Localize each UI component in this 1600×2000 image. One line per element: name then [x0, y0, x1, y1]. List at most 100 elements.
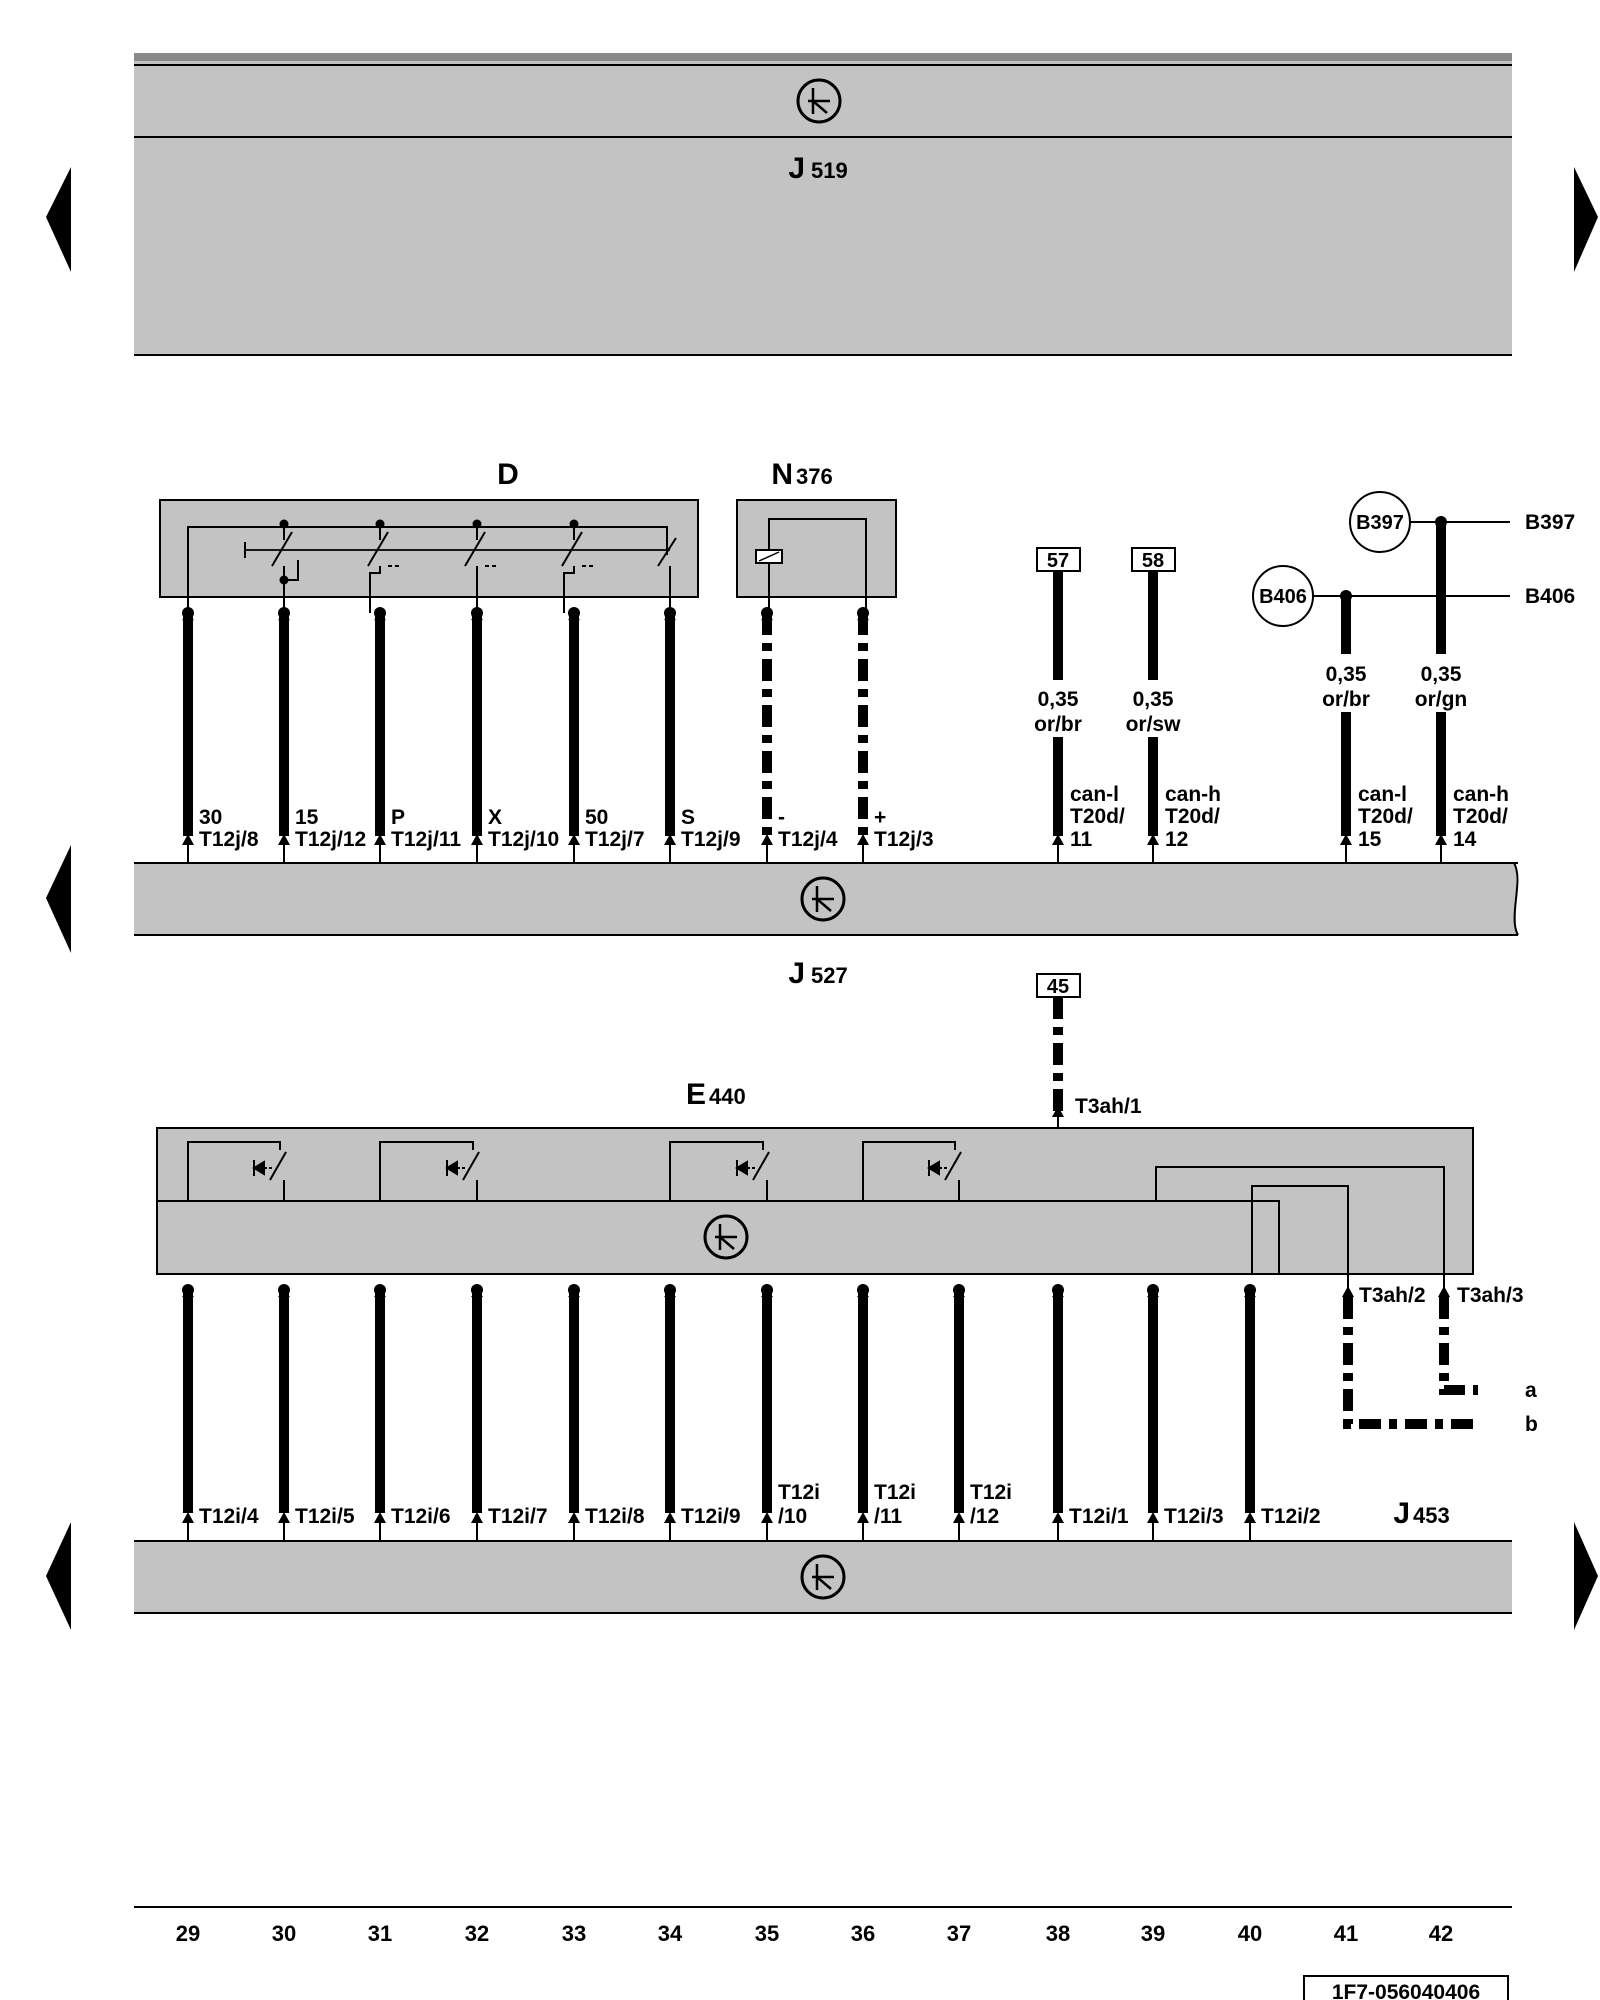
component-e440-label: E	[686, 1078, 706, 1111]
pin-t3ah-1: T3ah/1	[1075, 1095, 1142, 1118]
module-j519-sub: 519	[811, 158, 848, 183]
column-number: 36	[851, 1921, 875, 1946]
column-number: 29	[176, 1921, 200, 1946]
wire-bottom-9: T12i/12	[953, 1284, 1012, 1541]
pin-label: T12i/7	[488, 1505, 548, 1528]
module-j527: J 527	[134, 862, 1519, 990]
column-number: 40	[1238, 1921, 1262, 1946]
wire-color: or/br	[1322, 688, 1370, 711]
wire-size: 0,35	[1133, 688, 1174, 711]
component-d: D	[159, 458, 699, 613]
wire-bottom-12: T12i/2	[1244, 1284, 1321, 1541]
line-reference-label: B397	[1525, 511, 1575, 534]
top-wire-group: 30T12j/815T12j/12PT12j/11XT12j/1050T12j/…	[182, 607, 934, 863]
branch-label-a: a	[1525, 1379, 1537, 1402]
wire-bottom-4: T12i/7	[471, 1284, 548, 1541]
wire-signal: can-h	[1453, 783, 1509, 806]
ref-box: 58	[1142, 550, 1164, 572]
column-number: 37	[947, 1921, 971, 1946]
can-wire-group: 570,35or/brcan-lT20d/11580,35or/swcan-hT…	[1034, 491, 1575, 863]
component-e440-sub: 440	[709, 1084, 746, 1109]
column-number: 39	[1141, 1921, 1165, 1946]
component-n376-sub: 376	[796, 464, 833, 489]
wire-top-pin: T12j/12	[295, 828, 366, 851]
column-number: 31	[368, 1921, 392, 1946]
wire-top-label: 15	[295, 806, 319, 829]
t3ah-branches: T3ah/2 T3ah/3 a b	[1342, 1284, 1538, 1436]
reference-circle	[1349, 491, 1411, 553]
wire-bottom-11: T12i/3	[1147, 1284, 1224, 1541]
pin-label: T12i/8	[585, 1505, 645, 1528]
wire-bottom-6: T12i/9	[664, 1284, 741, 1541]
wire-pin-number: 12	[1165, 828, 1188, 851]
arrow-left-icon	[46, 167, 71, 272]
arrow-right-icon	[1574, 1522, 1598, 1630]
pin-t3ah-3: T3ah/3	[1457, 1284, 1524, 1307]
column-number: 32	[465, 1921, 489, 1946]
pin-label: T12i	[874, 1481, 916, 1504]
wire-bottom-8: T12i/11	[857, 1284, 916, 1541]
wire-top-label: 50	[585, 806, 608, 829]
wire-signal: can-h	[1165, 783, 1221, 806]
branch-label-b: b	[1525, 1413, 1538, 1436]
pin-label: T12i/6	[391, 1505, 451, 1528]
wire-top-pin: T12j/4	[778, 828, 838, 851]
pin-label: T12i/1	[1069, 1505, 1129, 1528]
reference-circle	[1252, 565, 1314, 627]
reference-circle-label: B406	[1259, 586, 1307, 608]
component-n376: N 376	[736, 458, 897, 613]
wire-top-label: S	[681, 806, 695, 829]
ref-box: 57	[1047, 550, 1069, 572]
pin-label: T12i/2	[1261, 1505, 1321, 1528]
column-number: 35	[755, 1921, 779, 1946]
wire-pin-number: 15	[1358, 828, 1382, 851]
wire-pin-number: 11	[1070, 828, 1093, 851]
wire-top-label: +	[874, 806, 886, 829]
pin-label: T12i/3	[1164, 1505, 1224, 1528]
wire-top-pin: T12j/10	[488, 828, 559, 851]
arrow-right-icon	[1574, 167, 1598, 272]
wire-pin-number: 14	[1453, 828, 1477, 851]
wire-bottom-3: T12i/6	[374, 1284, 451, 1541]
pushbutton-switch-icon	[187, 1141, 287, 1201]
column-number: 30	[272, 1921, 296, 1946]
wire-bottom-10: T12i/1	[1052, 1284, 1129, 1541]
column-number: 33	[562, 1921, 586, 1946]
arrow-left-icon	[46, 845, 71, 953]
column-number: 34	[658, 1921, 683, 1946]
column-number: 42	[1429, 1921, 1453, 1946]
pin-label: T12i	[778, 1481, 820, 1504]
wire-bottom-7: T12i/10	[761, 1284, 820, 1541]
pin-label-line2: /12	[970, 1505, 999, 1528]
module-j527-label: J	[788, 957, 805, 990]
module-j519-label: J	[788, 152, 805, 185]
pin-label-line2: /11	[874, 1505, 902, 1528]
component-d-label: D	[497, 458, 519, 491]
wire-pin: T20d/	[1165, 805, 1220, 828]
pin-label-line2: /10	[778, 1505, 807, 1528]
reference-circle-label: B397	[1356, 512, 1404, 534]
pin-label: T12i/9	[681, 1505, 741, 1528]
page-arrows	[46, 167, 1598, 1630]
module-j453	[134, 1540, 1512, 1614]
component-n376-label: N	[771, 458, 793, 491]
wire-bottom-1: T12i/4	[182, 1284, 259, 1541]
pin-t3ah-2: T3ah/2	[1359, 1284, 1426, 1307]
wire-bottom-2: T12i/5	[278, 1284, 355, 1541]
wire-signal: can-l	[1070, 783, 1119, 806]
document-id: 1F7-056040406	[1332, 1981, 1480, 2000]
wire-top-8: +T12j/3	[857, 607, 934, 863]
pin-label: T12i/5	[295, 1505, 355, 1528]
wire-size: 0,35	[1421, 663, 1462, 686]
